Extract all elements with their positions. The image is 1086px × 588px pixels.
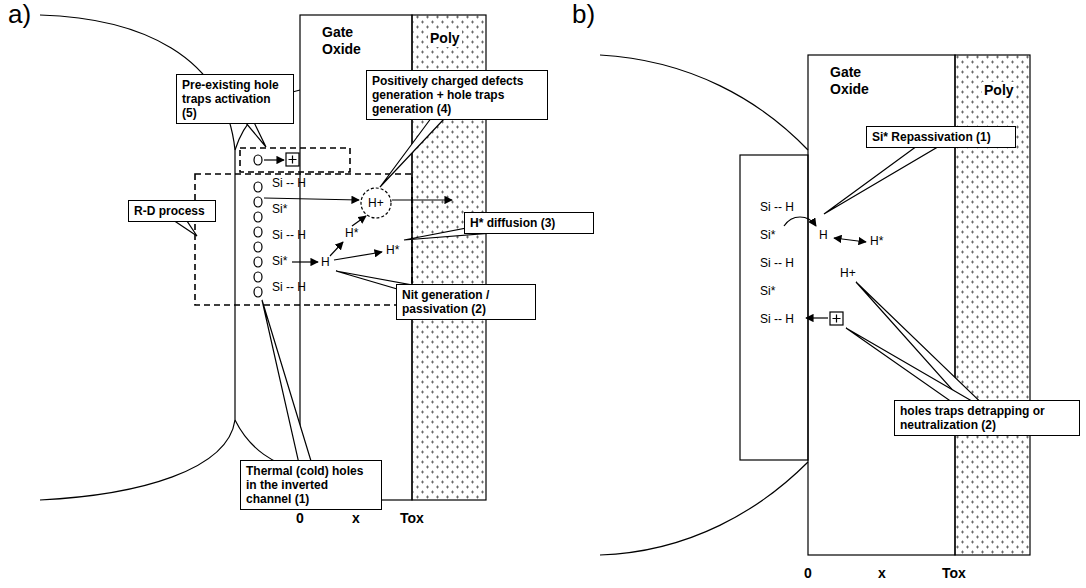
bond-label: Si -- H xyxy=(272,176,306,191)
axis-label: Tox xyxy=(942,565,966,582)
bond-label: Si* xyxy=(760,228,775,243)
axis-label: x xyxy=(878,565,886,582)
species-label: H* xyxy=(870,234,883,249)
axis-label: x xyxy=(352,510,360,527)
dashed-region xyxy=(195,174,412,305)
repassivation-arrow xyxy=(784,217,816,226)
callout-box: H* diffusion (3) xyxy=(464,212,594,234)
callout-box: Pre-existing hole traps activation (5) xyxy=(176,74,294,124)
region-name: Gate Oxide xyxy=(322,24,382,58)
species-label: H+ xyxy=(368,196,384,211)
region-name: Poly xyxy=(982,82,1016,99)
callout-text: Positively charged defects generation + … xyxy=(372,74,542,116)
silicon-band xyxy=(600,462,808,555)
bond-label: Si -- H xyxy=(760,312,794,327)
bond-label: Si -- H xyxy=(760,200,794,215)
panel-letter: b) xyxy=(572,0,595,29)
hole-trap-symbol xyxy=(830,312,843,325)
bond-label: Si -- H xyxy=(272,228,306,243)
species-label: H xyxy=(819,228,828,243)
callout-box: Si* Repassivation (1) xyxy=(866,126,1016,148)
callout-box: Positively charged defects generation + … xyxy=(366,70,548,120)
silicon-band xyxy=(600,55,808,150)
arrows xyxy=(806,317,828,318)
callout-box: Thermal (cold) holes in the inverted cha… xyxy=(240,460,382,510)
axis-label: 0 xyxy=(804,565,812,582)
callout-text: holes traps detrapping or neutralization… xyxy=(900,404,1074,432)
species-label: H+ xyxy=(840,266,856,281)
callout-text: R-D process xyxy=(134,204,210,218)
callout-text: Si* Repassivation (1) xyxy=(872,130,1010,144)
bond-label: Si -- H xyxy=(760,256,794,271)
defect-circle xyxy=(361,188,391,218)
species-label: H xyxy=(321,255,330,270)
arrows xyxy=(264,160,452,262)
panel-b-art xyxy=(600,55,1030,555)
callout-box: holes traps detrapping or neutralization… xyxy=(894,400,1080,436)
arrows xyxy=(834,238,866,242)
region-name: Poly xyxy=(428,30,462,47)
callout-text: Nit generation / passivation (2) xyxy=(402,288,530,316)
callout-text: Pre-existing hole traps activation (5) xyxy=(182,78,288,120)
hole-trap-symbol xyxy=(286,153,299,166)
interface-region xyxy=(740,155,808,460)
dashed-region xyxy=(240,148,350,172)
callout-text: Thermal (cold) holes in the inverted cha… xyxy=(246,464,376,506)
panel-letter: a) xyxy=(8,0,31,29)
axis-label: 0 xyxy=(296,510,304,527)
callout-box: R-D process xyxy=(128,200,216,222)
species-label: H* xyxy=(386,243,399,258)
holes xyxy=(254,155,262,297)
bond-label: Si* xyxy=(272,202,287,217)
region-name: Gate Oxide xyxy=(830,64,890,98)
bond-label: Si* xyxy=(760,284,775,299)
bond-label: Si -- H xyxy=(272,280,306,295)
callout-tail xyxy=(262,300,318,487)
axis-label: Tox xyxy=(400,510,424,527)
species-label: H* xyxy=(345,226,358,241)
callout-text: H* diffusion (3) xyxy=(470,216,588,230)
callout-box: Nit generation / passivation (2) xyxy=(396,284,536,320)
bond-label: Si* xyxy=(272,254,287,269)
